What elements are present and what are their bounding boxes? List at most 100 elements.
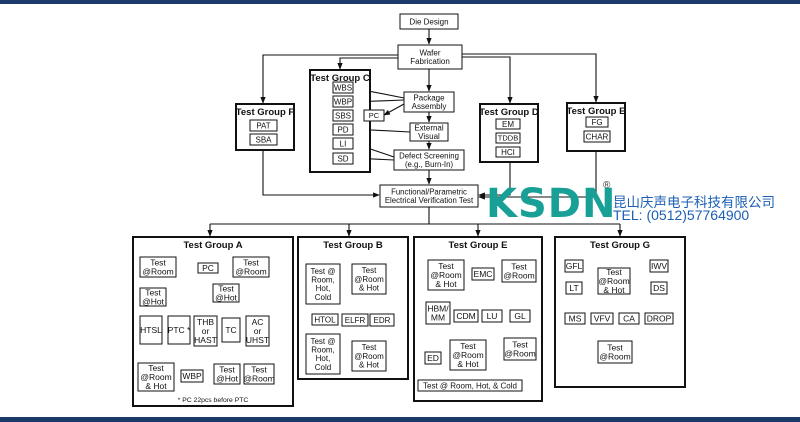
group-g-ms-text: MS	[569, 313, 582, 323]
group-e-test-room-2: Test@Room	[503, 337, 537, 361]
group-b-edr-text: EDR	[374, 316, 391, 325]
group-b-test-room-hot-cold-2-text: Room,	[311, 345, 335, 354]
group-f-item-pat: PAT	[249, 119, 278, 132]
defect-screening-box-text: Defect Screening	[399, 152, 459, 161]
group-e-lu-text: LU	[487, 311, 498, 321]
group-c-pc-box: PC	[363, 109, 385, 122]
group-c-item-sbs-text: SBS	[335, 111, 351, 120]
test-group-e-top-title: Test Group E	[567, 106, 626, 117]
flow-connector	[478, 162, 511, 198]
group-c-item-wbs-text: WBS	[334, 83, 352, 92]
group-e-cdm-text: CDM	[456, 311, 475, 321]
group-a-test-room-3-text: @Room	[243, 374, 274, 384]
group-d-item-tddb: TDDB	[495, 132, 521, 144]
group-a-test-room-1: Test@Room	[139, 256, 177, 278]
flow-connector	[462, 53, 599, 103]
group-b-test-room-hot-cold-1-text: Cold	[315, 293, 331, 302]
group-a-test-hot-2: Test@Hot	[212, 283, 240, 303]
group-a-pc: PC	[197, 262, 219, 274]
group-b-test-room-hot-2-text: @Room	[354, 352, 384, 361]
group-a-test-room-2-text: Test	[243, 257, 259, 267]
group-c-item-li: LI	[332, 137, 354, 150]
ksdn-logo: KSDN ® 昆山庆声电子科技有限公司 TEL: (0512)57764900	[486, 180, 796, 228]
group-b-elfr-text: ELFR	[345, 316, 366, 325]
group-e-cdm: CDM	[453, 309, 479, 323]
group-d-item-tddb-text: TDDB	[498, 134, 518, 143]
group-g-drop: DROP	[644, 312, 674, 325]
wafer-fabrication-box-text: Wafer	[419, 48, 440, 57]
group-e-test-room-hot-text: Test	[438, 261, 454, 271]
group-a-wbp: WBP	[180, 369, 204, 383]
group-g-test-room-hot-text: Test	[606, 267, 622, 277]
group-b-test-room-hot-1: Test@Room& Hot	[351, 263, 387, 295]
group-e-test-room-hot: Test@Room& Hot	[427, 259, 465, 291]
group-a-test-room-hot-text: @Room	[140, 372, 171, 382]
external-visual-box-text: External	[414, 123, 444, 132]
group-g-ivw: IWV	[649, 259, 669, 273]
group-a-tc-text: TC	[225, 325, 236, 335]
group-e-test-room-hot-2-text: & Hot	[457, 359, 479, 369]
group-g-ds: DS	[650, 281, 668, 295]
group-e-hbm-text: HBM/	[427, 303, 449, 313]
group-g-lt-text: LT	[569, 283, 578, 293]
group-c-item-sbs: SBS	[332, 109, 354, 122]
group-c-item-wbs: WBS	[332, 81, 354, 94]
group-e-test-room-hot-2: Test@Room& Hot	[449, 339, 487, 371]
group-g-vfv-text: VFV	[594, 313, 611, 323]
group-c-pc-box-text: PC	[369, 111, 380, 120]
flow-connector	[383, 103, 405, 116]
group-g-ca-text: CA	[623, 313, 635, 323]
group-a-test-hot-1-text: Test	[145, 287, 161, 297]
group-e-test-room-1-text: Test	[511, 261, 527, 271]
group-b-test-room-hot-1-text: & Hot	[359, 283, 380, 292]
group-c-item-sd: SD	[332, 152, 354, 165]
group-e-test-room-hot-text: @Room	[430, 270, 461, 280]
group-g-test-room-hot-text: @Room	[598, 276, 629, 286]
functional-test-box-text: Electrical Verification Test	[385, 196, 474, 205]
external-visual-box-text: Visual	[418, 132, 440, 141]
test-group-d-title: Test Group D	[479, 107, 539, 118]
group-f-item-sba: SBA	[249, 133, 278, 146]
test-group-a-title: Test Group A	[183, 240, 242, 251]
group-b-test-room-hot-1-text: @Room	[354, 275, 384, 284]
group-e-top-item-fg: FG	[585, 116, 609, 128]
group-b-htol-text: HTOL	[314, 315, 336, 324]
group-a-test-hot-1-text: @Hot	[142, 297, 164, 307]
group-g-gfl: GFL	[564, 259, 584, 273]
flow-connector	[478, 151, 597, 200]
group-b-test-room-hot-2-text: Test	[362, 343, 377, 352]
group-e-ed: ED	[424, 351, 442, 365]
group-c-item-wbp: WBP	[332, 95, 354, 108]
group-f-item-sba-text: SBA	[255, 135, 272, 144]
group-e-test-room-2-text: @Room	[504, 349, 535, 359]
group-a-footnote: * PC 22pcs before PTC	[178, 397, 249, 404]
group-a-test-room-1-text: Test	[150, 257, 166, 267]
group-e-top-item-fg-text: FG	[591, 118, 602, 127]
group-a-ac-text: or	[254, 326, 262, 336]
group-a-test-room-3-text: Test	[251, 364, 267, 374]
group-a-test-room-1-text: @Room	[142, 267, 173, 277]
test-group-f-title: Test Group F	[236, 107, 295, 118]
group-a-htsl-text: HTSL	[140, 325, 162, 335]
group-g-test-room: Test@Room	[597, 340, 633, 364]
group-d-item-em-text: EM	[502, 120, 514, 129]
group-g-test-room-hot: Test@Room& Hot	[597, 267, 631, 295]
group-b-test-room-hot-cold-1-text: Hot,	[316, 284, 331, 293]
logo-registered-mark: ®	[603, 180, 611, 191]
group-a-pc-text: PC	[202, 263, 214, 273]
group-c-item-pd: PD	[332, 123, 354, 136]
group-a-ac-text: UHST	[246, 335, 269, 345]
group-e-gl: GL	[509, 309, 531, 323]
group-g-lt: LT	[565, 281, 583, 295]
group-a-test-hot-3-text: @Hot	[216, 374, 238, 384]
group-b-edr: EDR	[369, 313, 395, 327]
group-e-test-room-hot-2-text: Test	[460, 341, 476, 351]
flow-connector	[260, 54, 398, 104]
group-b-test-room-hot-2-text: & Hot	[359, 360, 380, 369]
group-g-ca: CA	[618, 312, 640, 325]
logo-telephone: TEL: (0512)57764900	[613, 207, 750, 223]
